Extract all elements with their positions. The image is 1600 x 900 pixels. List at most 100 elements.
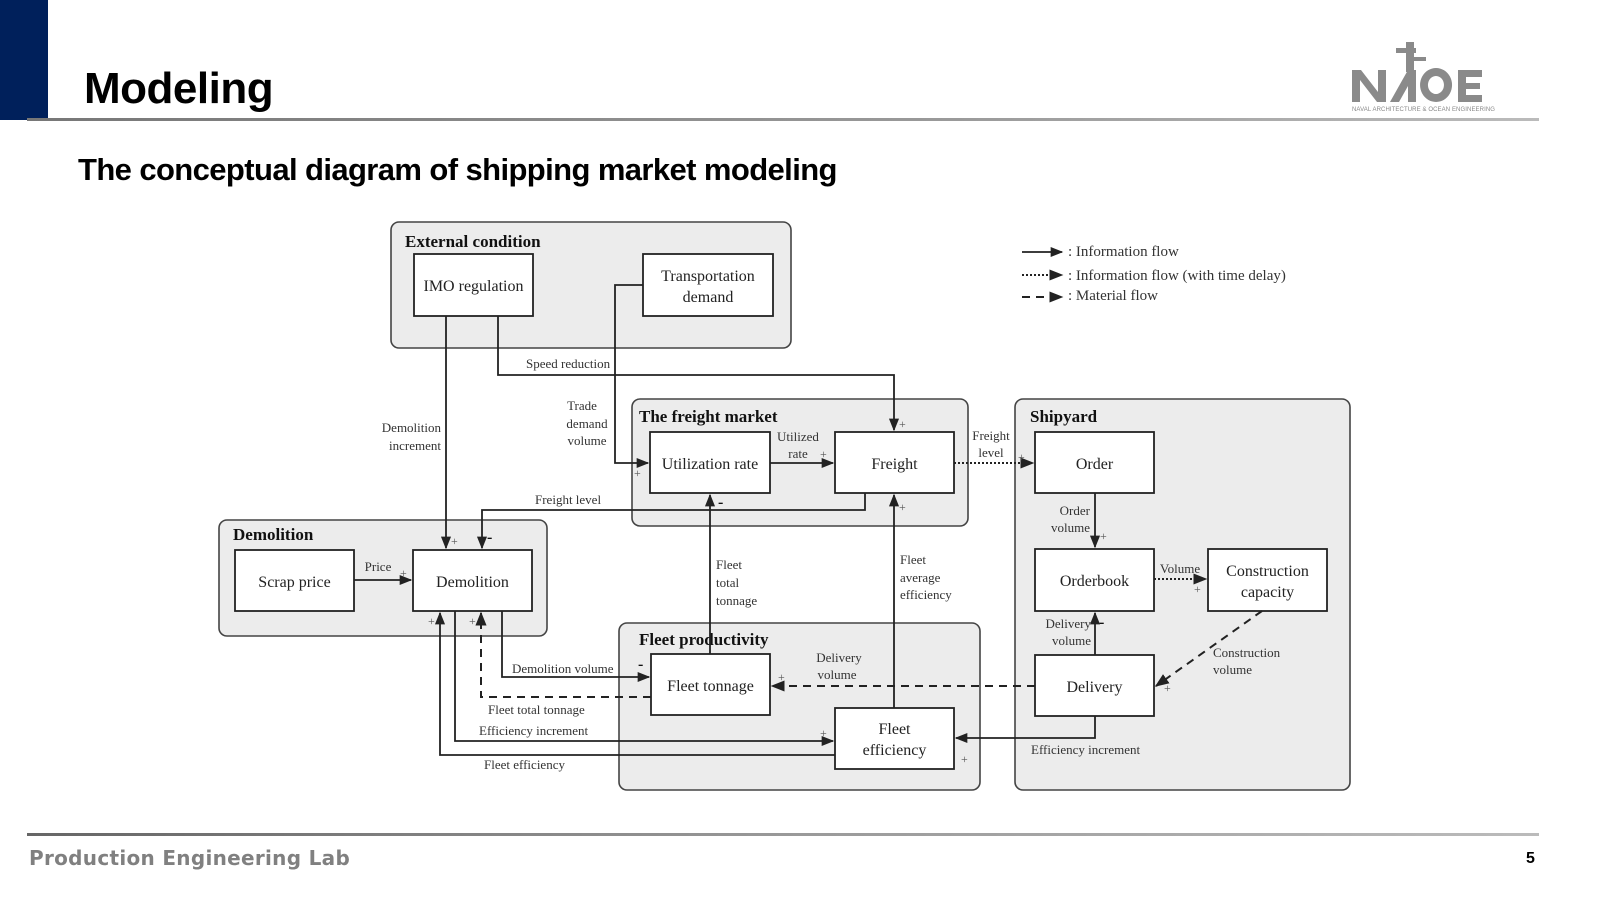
label-speed-reduction: Speed reduction xyxy=(526,356,611,371)
sign-plus: + xyxy=(428,614,435,628)
label-fleet-avg-eff-3: efficiency xyxy=(900,587,952,602)
label-fleet-total-tonnage: Fleet total tonnage xyxy=(488,702,585,717)
label-trade-2: demand xyxy=(566,416,608,431)
label-volume: Volume xyxy=(1160,561,1200,576)
legend-label-material: : Material flow xyxy=(1068,288,1158,304)
svg-text:Transportation: Transportation xyxy=(661,268,755,285)
label-fleet-avg-eff-2: average xyxy=(900,570,941,585)
legend: : Information flow : Information flow (w… xyxy=(1022,244,1286,304)
logo-letter-a xyxy=(1390,70,1416,102)
page-title: Modeling xyxy=(84,64,274,113)
sign-plus: + xyxy=(1164,681,1171,695)
group-title-freight-market: The freight market xyxy=(639,407,778,426)
node-delivery: Delivery xyxy=(1034,654,1155,717)
edge-fleet-efficiency-to-demolition xyxy=(434,611,835,756)
footer-divider xyxy=(27,833,1539,836)
label-trade-3: volume xyxy=(568,433,607,448)
svg-text:Construction: Construction xyxy=(1226,563,1309,580)
header-divider xyxy=(27,118,1539,121)
label-fleet-avg-eff-1: Fleet xyxy=(900,552,926,567)
logo-letter-e xyxy=(1458,70,1482,102)
sign-plus: + xyxy=(634,466,641,480)
node-transportation-demand: Transportation demand xyxy=(642,253,774,317)
group-title-fleet-productivity: Fleet productivity xyxy=(639,630,769,649)
logo-crossbar xyxy=(1396,48,1416,53)
svg-text:Utilization rate: Utilization rate xyxy=(662,456,758,473)
sign-minus: - xyxy=(487,529,492,546)
edge-freight-to-demolition xyxy=(476,493,866,550)
label-order-volume-2: volume xyxy=(1051,520,1090,535)
logo-letter-n xyxy=(1352,70,1386,102)
logo-subtitle: NAVAL ARCHITECTURE & OCEAN ENGINEERING xyxy=(1352,107,1496,113)
sign-minus: - xyxy=(718,494,723,511)
logo-letter-o xyxy=(1420,68,1453,102)
node-freight: Freight xyxy=(834,431,955,494)
sign-plus: + xyxy=(469,614,476,628)
slide-subtitle: The conceptual diagram of shipping marke… xyxy=(78,152,837,187)
label-freight-level-left: Freight level xyxy=(535,492,601,507)
sign-plus: + xyxy=(1100,529,1107,543)
sign-plus: + xyxy=(1194,582,1201,596)
svg-text:Fleet: Fleet xyxy=(879,721,912,738)
sign-minus: - xyxy=(638,656,643,673)
node-scrap-price: Scrap price xyxy=(234,549,355,612)
svg-text:efficiency: efficiency xyxy=(863,742,927,759)
edge-transport-to-utilization xyxy=(614,284,650,469)
label-utilized-1: Utilized xyxy=(777,429,819,444)
svg-text:Fleet tonnage: Fleet tonnage xyxy=(667,678,754,695)
legend-label-info-delay: : Information flow (with time delay) xyxy=(1068,268,1286,284)
node-order: Order xyxy=(1034,431,1155,494)
logo-tower xyxy=(1406,42,1414,72)
node-demolition: Demolition xyxy=(412,549,533,612)
label-efficiency-increment-right: Efficiency increment xyxy=(1031,742,1141,757)
naoe-logo xyxy=(1352,42,1482,102)
svg-text:Order: Order xyxy=(1076,456,1114,473)
label-construction-volume-2: volume xyxy=(1213,662,1252,677)
label-demolition-volume: Demolition volume xyxy=(512,661,614,676)
svg-text:Demolition: Demolition xyxy=(436,574,509,591)
sign-plus: + xyxy=(961,752,968,766)
node-fleet-tonnage: Fleet tonnage xyxy=(650,653,771,716)
label-fleet-efficiency-left: Fleet efficiency xyxy=(484,757,565,772)
label-freight-level-r2: level xyxy=(978,445,1004,460)
svg-text:capacity: capacity xyxy=(1241,584,1294,601)
group-title-external: External condition xyxy=(405,232,541,251)
svg-text:demand: demand xyxy=(683,289,734,306)
label-fleet-total-tonnage-up-1: Fleet xyxy=(716,557,742,572)
node-imo-regulation: IMO regulation xyxy=(413,253,534,317)
label-freight-level-r1: Freight xyxy=(972,428,1010,443)
sign-plus: + xyxy=(899,417,906,431)
label-delivery-volume-left-2: volume xyxy=(818,667,857,682)
group-title-demolition: Demolition xyxy=(233,525,314,544)
node-construction-capacity: Construction capacity xyxy=(1207,548,1328,612)
label-demolition-increment-1: Demolition xyxy=(382,420,442,435)
node-fleet-efficiency: Fleet efficiency xyxy=(834,707,955,770)
sign-plus: + xyxy=(820,726,827,740)
logo-crossbar-2 xyxy=(1412,57,1426,61)
footer-lab-name: Production Engineering Lab xyxy=(29,846,351,870)
svg-text:Orderbook: Orderbook xyxy=(1060,573,1129,590)
edge-demolition-to-fleet-tonnage xyxy=(501,611,651,683)
sign-plus: + xyxy=(778,670,785,684)
label-delivery-volume-left-1: Delivery xyxy=(816,650,862,665)
label-trade-1: Trade xyxy=(567,398,597,413)
legend-label-info: : Information flow xyxy=(1068,244,1179,260)
sign-minus: - xyxy=(1099,614,1104,631)
edge-demolition-to-fleet-efficiency xyxy=(454,611,835,747)
sign-plus: + xyxy=(1018,450,1025,464)
sign-plus: + xyxy=(400,566,407,580)
label-price: Price xyxy=(365,559,392,574)
edge-capacity-to-delivery xyxy=(1154,610,1263,687)
label-efficiency-increment-left: Efficiency increment xyxy=(479,723,589,738)
label-fleet-total-tonnage-up-2: total xyxy=(716,575,739,590)
label-construction-volume-1: Construction xyxy=(1213,645,1281,660)
sign-plus: + xyxy=(451,534,458,548)
page-number: 5 xyxy=(1526,850,1535,867)
edge-imo-to-freight xyxy=(497,316,900,432)
label-utilized-2: rate xyxy=(788,446,808,461)
label-delivery-volume-up-2: volume xyxy=(1052,633,1091,648)
label-delivery-volume-up-1: Delivery xyxy=(1046,616,1092,631)
sign-plus: + xyxy=(820,447,827,461)
group-title-shipyard: Shipyard xyxy=(1030,407,1098,426)
